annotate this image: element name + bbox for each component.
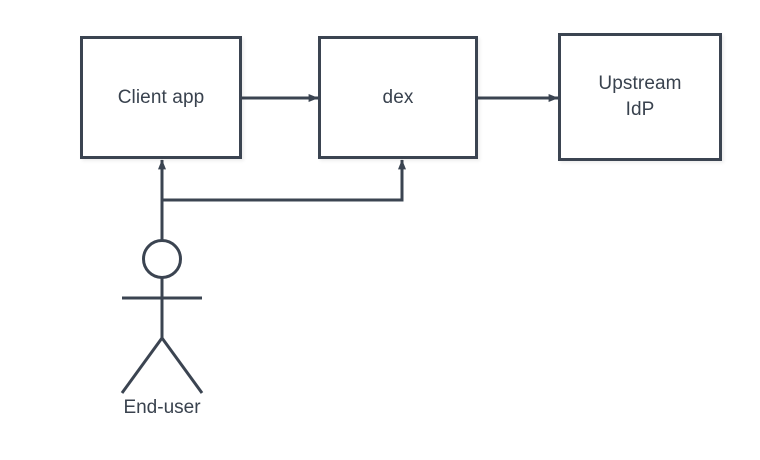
actor-end-user-figure	[120, 239, 204, 394]
node-client-app-label: Client app	[117, 86, 205, 108]
node-upstream-idp[interactable]: Upstream IdP	[558, 33, 722, 161]
actor-end-user-label: End-user	[123, 397, 201, 418]
actor-leg-right	[160, 337, 204, 394]
actor-leg-left	[120, 337, 164, 394]
node-upstream-idp-label: Upstream IdP	[598, 73, 682, 120]
node-dex-label: dex	[382, 86, 414, 108]
node-dex[interactable]: dex	[318, 36, 478, 159]
edge-end-user-to-dex	[162, 159, 406, 202]
actor-head-icon	[142, 239, 182, 279]
node-client-app[interactable]: Client app	[80, 36, 242, 159]
